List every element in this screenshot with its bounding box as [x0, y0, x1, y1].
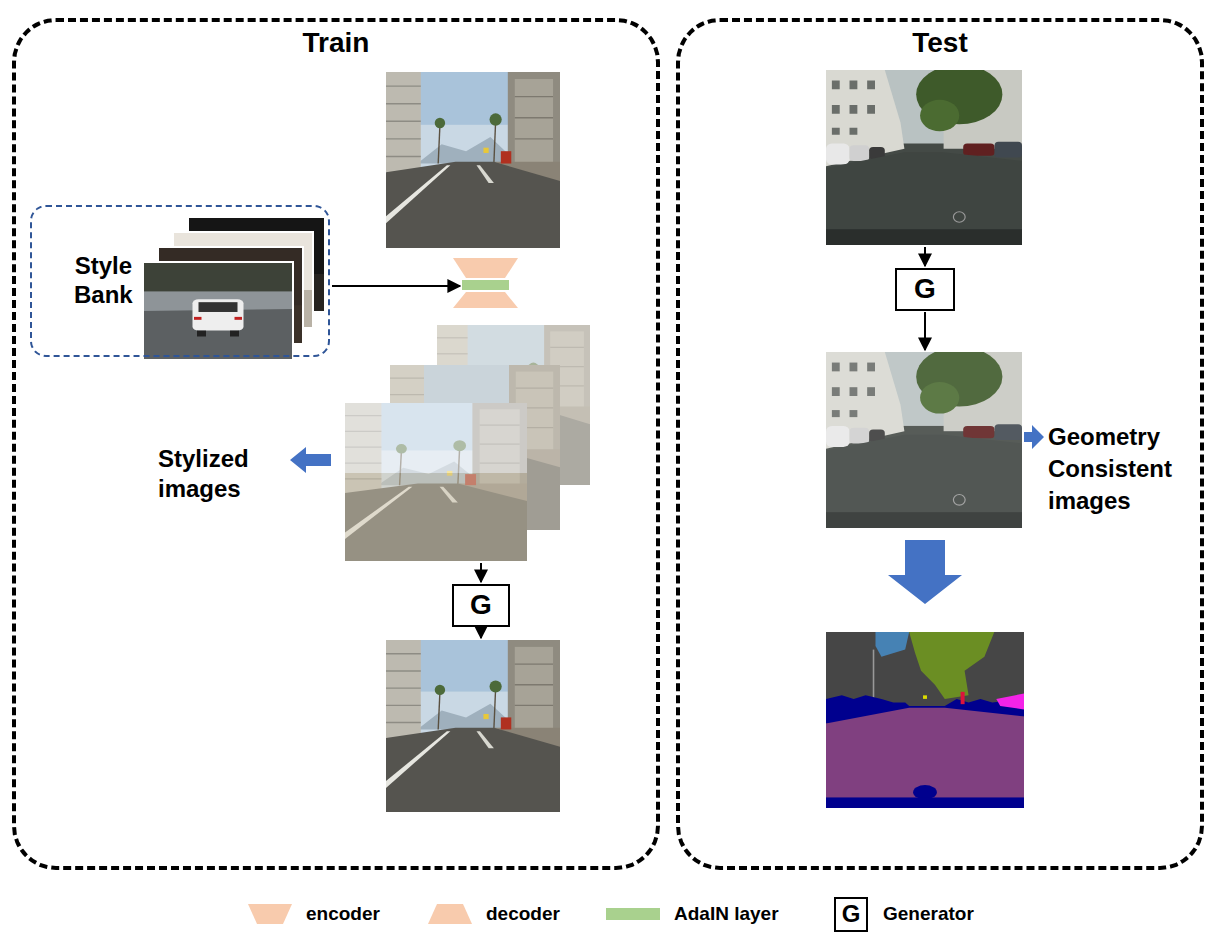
style-overlay	[345, 473, 527, 561]
stylized-images	[345, 325, 590, 561]
segmentation-map	[826, 632, 1024, 808]
style-image	[143, 262, 293, 360]
real-image	[826, 65, 1022, 245]
decoder-shape	[453, 292, 518, 308]
adain-network-icon	[453, 258, 518, 308]
style-bank-box: Style Bank	[30, 205, 330, 357]
style-bank-images	[143, 217, 325, 360]
generator-box: G	[895, 268, 955, 311]
stylized-image	[345, 403, 527, 561]
legend-shape	[248, 904, 292, 924]
legend-generator-symbol: G	[842, 901, 861, 927]
output-image	[386, 640, 560, 812]
legend-generator-symbol-holder: G	[834, 897, 868, 932]
block-arrow	[1024, 425, 1044, 449]
legend-item: AdaIN layer	[606, 900, 779, 928]
legend-shape	[428, 904, 472, 924]
synthetic-image	[386, 640, 560, 812]
generator-box: G	[452, 584, 510, 627]
legend-label: Generator	[883, 903, 974, 925]
panel: TrainStyle BankG	[12, 18, 660, 870]
flow-arrow	[924, 247, 926, 266]
legend-label: encoder	[306, 903, 380, 925]
block-arrow	[290, 447, 331, 473]
legend-label: AdaIN layer	[674, 903, 779, 925]
synthetic-image	[386, 72, 560, 248]
source-image	[386, 72, 560, 248]
adain-layer-shape	[462, 280, 509, 290]
legend-swatch	[606, 908, 660, 920]
style-overlay	[345, 403, 527, 473]
image-frame	[143, 262, 293, 360]
decoder-swatch	[428, 902, 472, 926]
legend-item: encoder	[248, 900, 380, 928]
flow-arrow	[924, 312, 926, 350]
caption-label-holder: Stylized images	[158, 444, 249, 504]
flow-arrow	[480, 628, 482, 638]
generator-label: G	[914, 274, 936, 305]
test-images	[826, 65, 1024, 808]
flow-arrow	[332, 285, 460, 287]
flow-arrows	[332, 247, 925, 638]
generator-label: G	[470, 590, 492, 621]
flow-arrow	[480, 563, 482, 582]
encoder-shape	[453, 258, 518, 278]
legend-item: decoder	[428, 900, 560, 928]
legend-item: Generator	[883, 900, 974, 928]
panel-heading: Test	[680, 26, 1200, 60]
block-arrow	[888, 540, 962, 604]
panel-heading: Train	[16, 26, 656, 60]
style-bank-label: Style Bank	[74, 252, 133, 310]
block-arrows	[290, 425, 1044, 604]
legend-label: decoder	[486, 903, 560, 925]
caption-label: Stylized images	[158, 444, 249, 504]
caption-label-holder: Geometry Consistent images	[1048, 421, 1172, 517]
style-overlay	[826, 352, 1022, 528]
encoder-swatch	[248, 902, 292, 926]
translated-image	[826, 347, 1022, 528]
caption-label: Geometry Consistent images	[1048, 421, 1172, 517]
